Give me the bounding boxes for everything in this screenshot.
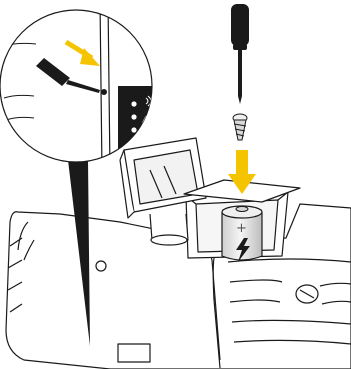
screw-icon	[233, 114, 247, 140]
battery-plus-sign: +	[236, 221, 247, 236]
battery-icon: +	[222, 206, 262, 262]
screwdriver-icon	[231, 4, 249, 104]
magnifier-callout	[0, 0, 158, 172]
